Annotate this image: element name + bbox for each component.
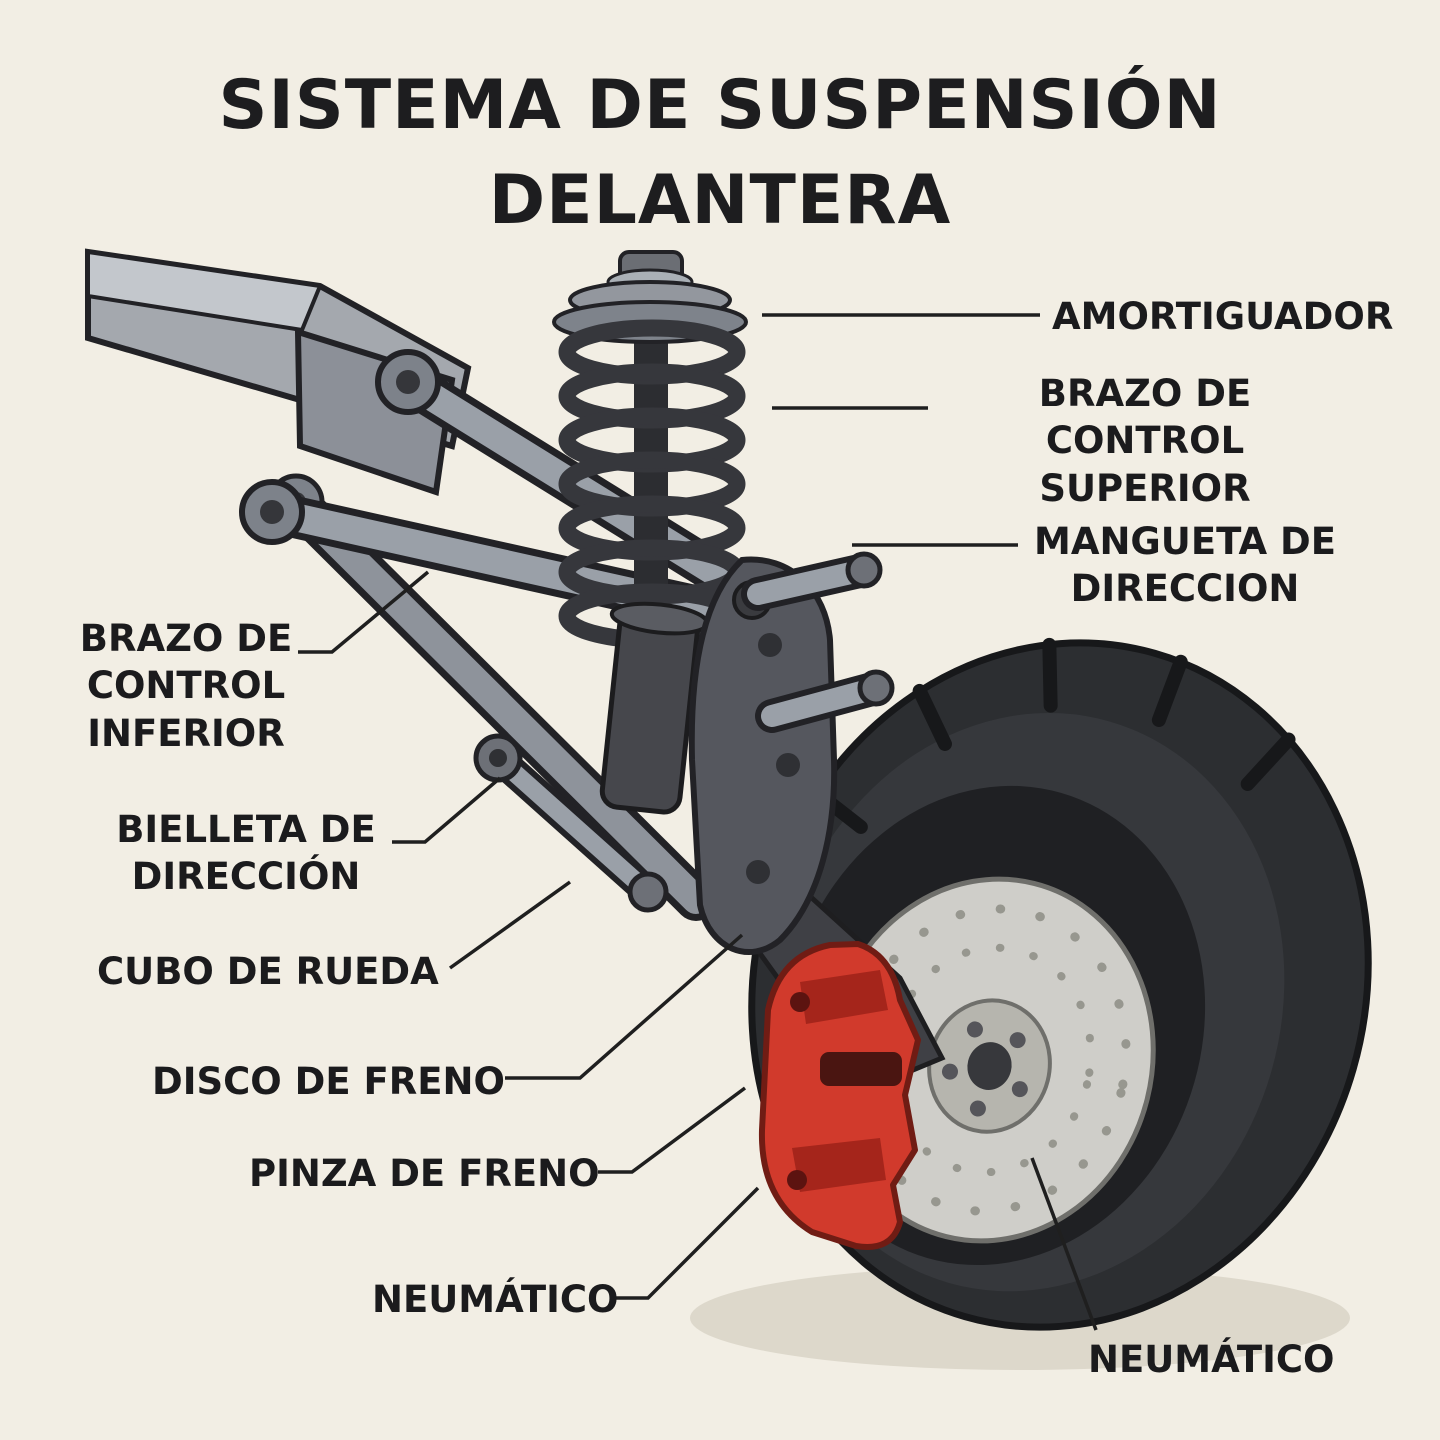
label-brazo-control-superior: BRAZO DE CONTROL SUPERIOR bbox=[1038, 372, 1252, 510]
label-brazo-control-inferior: BRAZO DE CONTROL INFERIOR bbox=[79, 617, 293, 755]
tie-rod bbox=[473, 733, 669, 913]
label-amortiguador: AMORTIGUADOR bbox=[1052, 295, 1394, 338]
diagram-title: SISTEMA DE SUSPENSIÓN DELANTERA bbox=[218, 66, 1222, 241]
leader-pinza bbox=[598, 1086, 747, 1174]
leader-bielleta bbox=[392, 776, 502, 844]
strut-body bbox=[599, 601, 710, 815]
label-neumatico-izquierda: NEUMÁTICO bbox=[372, 1278, 619, 1321]
steering-knuckle bbox=[688, 556, 838, 956]
leader-neumatico-izq bbox=[614, 1186, 760, 1300]
label-neumatico-derecha: NEUMÁTICO bbox=[1088, 1338, 1335, 1381]
leader-neumatico-der bbox=[1030, 1157, 1098, 1331]
leader-lines bbox=[298, 313, 1098, 1331]
label-disco-freno: DISCO DE FRENO bbox=[152, 1060, 505, 1103]
leader-disco bbox=[505, 933, 744, 1080]
leader-brazo-inferior bbox=[298, 570, 430, 654]
label-pinza-freno: PINZA DE FRENO bbox=[249, 1152, 600, 1195]
knuckle-links bbox=[741, 551, 895, 733]
brake-caliper bbox=[758, 941, 921, 1250]
leader-cubo bbox=[448, 880, 572, 970]
label-mangueta-direccion: MANGUETA DE DIRECCION bbox=[1034, 520, 1336, 611]
label-bielleta-direccion: BIELLETA DE DIRECCIÓN bbox=[116, 808, 376, 899]
label-cubo-rueda: CUBO DE RUEDA bbox=[97, 950, 439, 993]
